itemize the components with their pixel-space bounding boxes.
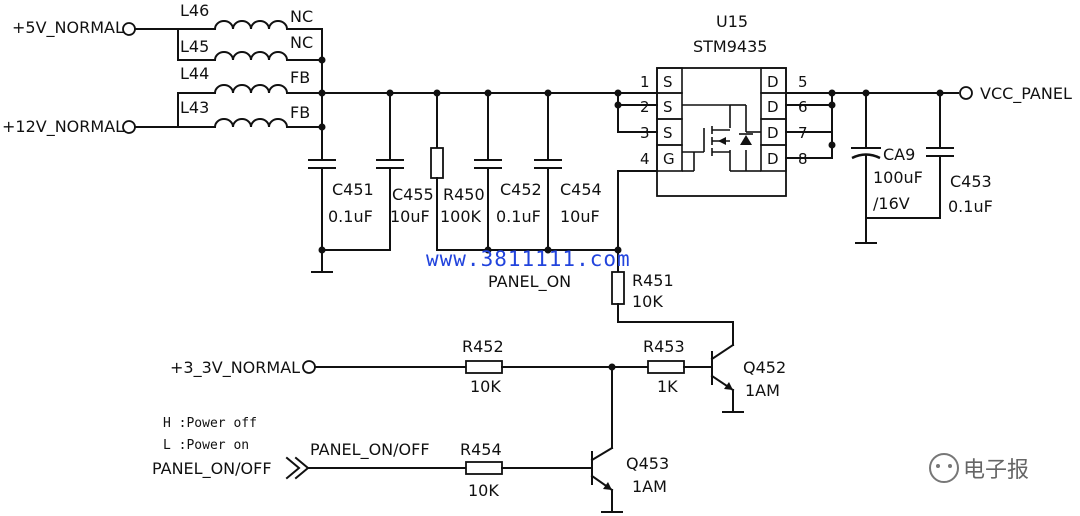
connector-vcc-panel — [959, 86, 973, 100]
l45-ref: L45 — [180, 37, 209, 56]
logo-text: 电子报 — [963, 458, 1029, 483]
connector-12v — [122, 120, 136, 134]
u15-pin2-num: 2 — [640, 98, 650, 116]
note-h-power-off: H :Power off — [163, 416, 257, 431]
c453-val: 0.1uF — [948, 197, 993, 216]
r453-ref: R453 — [643, 337, 685, 356]
q453-val: 1AM — [632, 477, 667, 496]
r451-ref: R451 — [632, 271, 674, 290]
u15-pin7-name: D — [767, 124, 779, 142]
r452-val: 10K — [470, 377, 501, 396]
u15-pin3-name: S — [663, 124, 673, 142]
q453-ref: Q453 — [626, 454, 669, 473]
inductor-l45 — [177, 51, 323, 61]
c452-ref: C452 — [500, 180, 542, 199]
u15-pin5-name: D — [767, 73, 779, 91]
r450-val: 100K — [440, 207, 482, 226]
u15-mosfet: U15 STM9435 S S S G 1 2 3 4 D D D D 5 6 … — [614, 12, 951, 273]
c453-ref: C453 — [950, 172, 992, 191]
label-5v-normal: +5V_NORMAL — [12, 18, 124, 38]
l46-ref: L46 — [180, 1, 209, 20]
l46-tag: NC — [290, 7, 313, 26]
u15-ref: U15 — [716, 12, 748, 31]
connector-5v — [122, 22, 136, 36]
r454-ref: R454 — [460, 440, 502, 459]
label-panel-onoff: PANEL_ON/OFF — [152, 459, 272, 479]
r454-val: 10K — [468, 481, 499, 500]
r451-val: 10K — [632, 292, 663, 311]
u15-pin1-name: S — [663, 73, 673, 91]
ca9-val2: /16V — [873, 194, 910, 213]
connector-panel-onoff — [285, 456, 310, 480]
brand-logo: 电子报 — [929, 453, 1029, 483]
c451-val: 0.1uF — [328, 207, 373, 226]
l44-tag: FB — [290, 68, 310, 87]
u15-pin4-num: 4 — [640, 150, 650, 168]
resistor-r453 — [647, 360, 685, 374]
c451-ref: C451 — [332, 180, 374, 199]
input-filter: +5V_NORMAL +12V_NORMAL L46 NC L45 NC L44… — [2, 1, 326, 161]
u15-part: STM9435 — [693, 37, 767, 56]
label-panel-onoff-net: PANEL_ON/OFF — [310, 440, 430, 460]
resistor-r450 — [430, 147, 444, 179]
inductor-l43 — [177, 118, 323, 128]
chat-bubble-icon — [929, 453, 959, 483]
label-vcc-panel: VCC_PANEL — [980, 84, 1072, 104]
resistor-r451 — [611, 271, 625, 305]
resistor-r454 — [465, 461, 503, 475]
output-section: VCC_PANEL CA9 100uF /16V C453 0.1uF — [851, 84, 1072, 244]
q452-ref: Q452 — [743, 358, 786, 377]
l43-tag: FB — [290, 103, 310, 122]
inductor-l46 — [177, 20, 323, 30]
label-3v3-normal: +3_3V_NORMAL — [170, 358, 300, 378]
c455-ref: C455 — [392, 185, 434, 204]
u15-pin4-name: G — [663, 150, 675, 168]
c454-ref: C454 — [560, 180, 602, 199]
filter-components: C451 0.1uF C455 10uF R450 100K C452 0.1u… — [308, 92, 622, 292]
label-12v-normal: +12V_NORMAL — [2, 117, 124, 137]
note-l-power-on: L :Power on — [163, 438, 249, 453]
r453-val: 1K — [657, 377, 678, 396]
c454-val: 10uF — [560, 207, 600, 226]
ca9-ref: CA9 — [883, 145, 915, 164]
control-circuit: R451 10K +3_3V_NORMAL R452 10K R453 1K Q… — [152, 271, 786, 513]
resistor-r452 — [465, 360, 503, 374]
inductor-l44 — [177, 84, 323, 94]
watermark: www.3811111.com — [426, 247, 631, 271]
u15-pin8-name: D — [767, 150, 779, 168]
u15-pin6-name: D — [767, 98, 779, 116]
l43-ref: L43 — [180, 98, 209, 117]
q452-val: 1AM — [745, 381, 780, 400]
u15-pin2-name: S — [663, 98, 673, 116]
r452-ref: R452 — [462, 337, 504, 356]
label-panel-on: PANEL_ON — [488, 272, 571, 292]
r450-ref: R450 — [443, 185, 485, 204]
u15-pin5-num: 5 — [798, 73, 808, 91]
c455-val: 10uF — [390, 207, 430, 226]
u15-pin6-num: 6 — [798, 98, 808, 116]
c452-val: 0.1uF — [496, 207, 541, 226]
main-rail — [321, 89, 658, 97]
l45-tag: NC — [290, 33, 313, 52]
l44-ref: L44 — [180, 64, 209, 83]
connector-3v3 — [302, 360, 316, 374]
ca9-val: 100uF — [873, 168, 923, 187]
u15-pin1-num: 1 — [640, 73, 650, 91]
